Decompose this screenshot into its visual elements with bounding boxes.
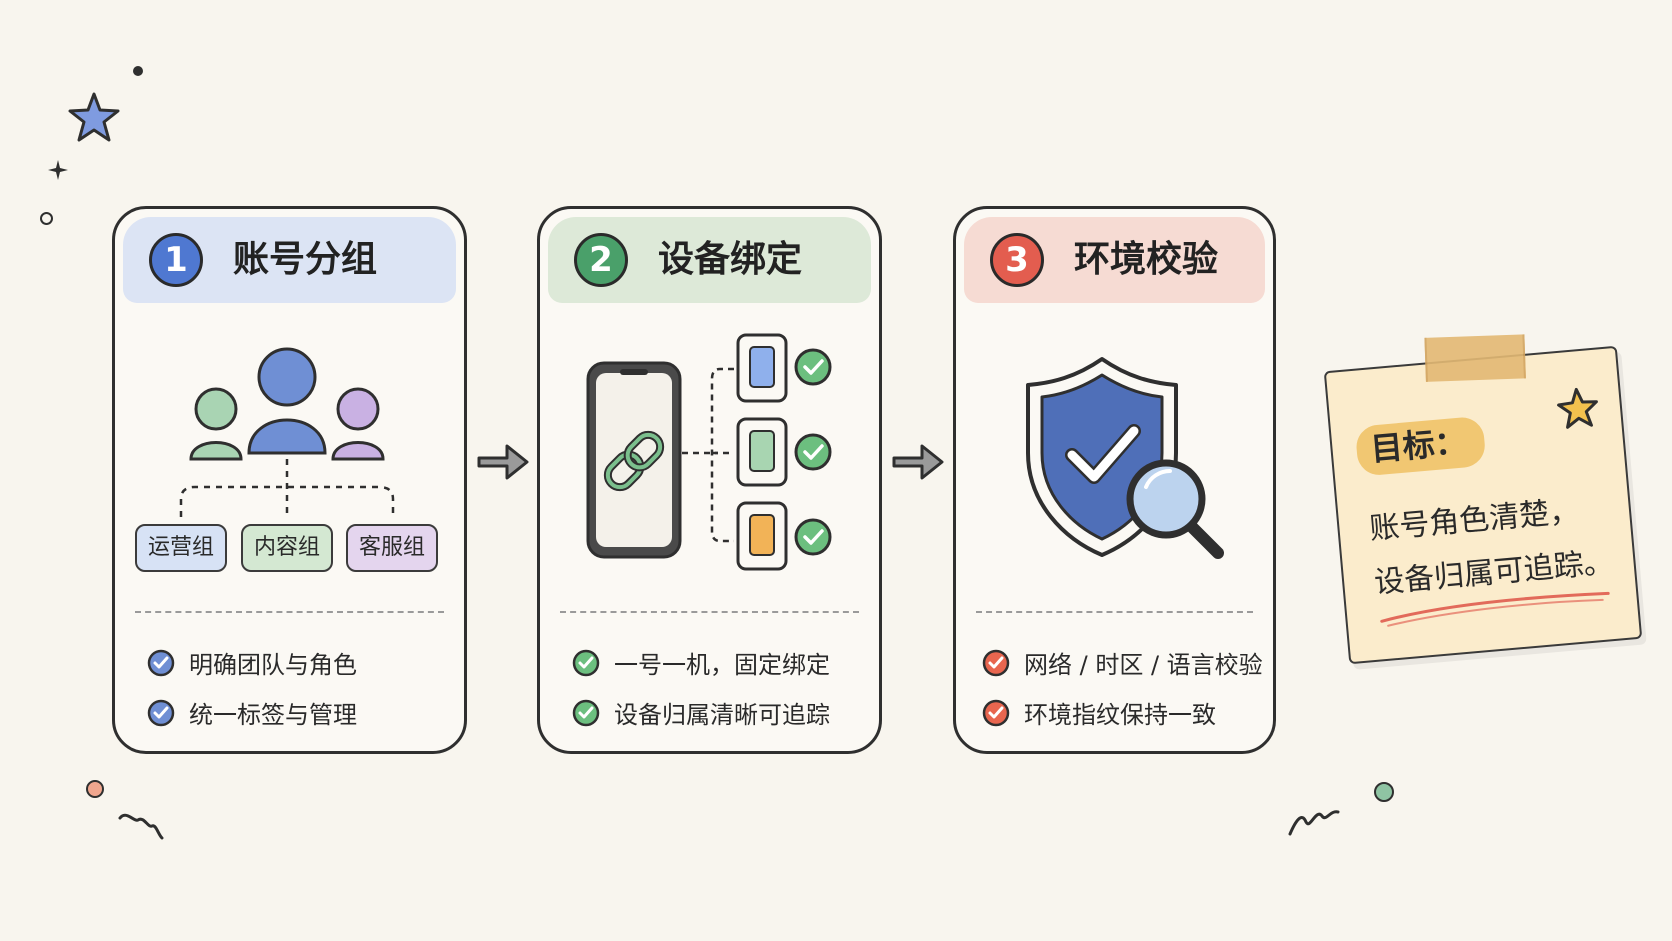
step-card-environment-check: 3 环境校验 网络 / 时区 / 语言校验 环境指纹保持一致 [953,206,1276,754]
tape [1424,334,1526,382]
check-item-label: 网络 / 时区 / 语言校验 [1024,651,1263,679]
chain-link-icon [603,430,665,492]
check-circle-icon [982,649,1010,676]
underline-stroke [1380,591,1610,627]
phone-icon [736,333,788,403]
check-item: 设备归属清晰可追踪 [572,695,830,730]
dot-doodle-green [1374,782,1394,802]
note-text-line: 账号角色清楚， [1368,493,1581,547]
divider [976,611,1253,613]
check-circle-icon [982,699,1010,726]
goal-sticky-note: 目标： 账号角色清楚， 设备归属可追踪。 [1323,334,1643,665]
card-title: 账号分组 [233,239,378,280]
step-number-badge: 3 [990,233,1044,287]
step-number-badge: 2 [574,233,628,287]
check-item: 统一标签与管理 [147,695,357,730]
ring-doodle [40,212,53,225]
arrow-right-icon [477,444,529,480]
phone-icon [736,417,788,487]
note-label: 目标： [1354,415,1487,477]
check-item-label: 明确团队与角色 [189,651,357,679]
squiggle-doodle-icon [1288,810,1340,836]
check-item: 明确团队与角色 [147,645,357,680]
card-header: 2 设备绑定 [548,217,871,303]
check-circle-icon [794,433,832,471]
check-item-label: 设备归属清晰可追踪 [614,701,830,729]
star-doodle-icon [68,92,120,142]
arrow-right-icon [892,444,944,480]
card-header: 1 账号分组 [123,217,456,303]
group-tag-service: 客服组 [346,524,438,572]
check-circle-icon [147,649,175,676]
check-item: 一号一机，固定绑定 [572,645,830,680]
divider [560,611,859,613]
star-icon [1557,387,1598,429]
phone-icon [736,501,788,571]
squiggle-doodle-icon [118,813,164,840]
check-circle-icon [794,518,832,556]
check-circle-icon [794,348,832,386]
people-group-icon [179,347,395,517]
group-tag-operations: 运营组 [135,524,227,572]
card-title: 设备绑定 [658,239,803,280]
dot-doodle [133,66,143,76]
check-item-label: 一号一机，固定绑定 [614,651,830,679]
check-circle-icon [572,699,600,726]
step-card-account-grouping: 1 账号分组 运营组 内容组 客服组 明确团队与角色 统一标签与管理 [112,206,467,754]
step-number-badge: 1 [149,233,203,287]
dot-doodle-orange [86,780,104,798]
sparkle-icon [48,160,68,180]
group-tag-content: 内容组 [241,524,333,572]
card-title: 环境校验 [1074,239,1219,280]
check-circle-icon [572,649,600,676]
divider [135,611,444,613]
card-header: 3 环境校验 [964,217,1265,303]
check-circle-icon [147,699,175,726]
shield-check-illustration [1026,357,1224,559]
check-item: 环境指纹保持一致 [982,695,1216,730]
check-item-label: 环境指纹保持一致 [1024,701,1216,729]
step-card-device-binding: 2 设备绑定 [537,206,882,754]
check-item-label: 统一标签与管理 [189,701,357,729]
magnifier-icon [1126,459,1224,559]
phone-binding-illustration [586,333,832,571]
check-item: 网络 / 时区 / 语言校验 [982,645,1263,680]
